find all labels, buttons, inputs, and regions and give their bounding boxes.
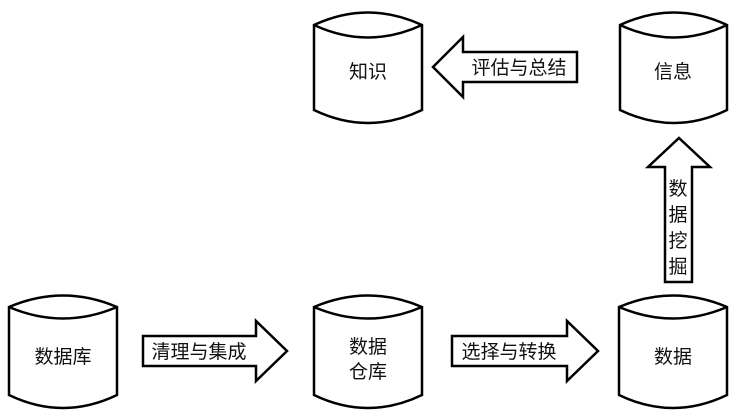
arrow-clean-integrate: 清理与集成 (141, 318, 289, 384)
node-label-knowledge: 知识 (349, 61, 387, 83)
node-label-warehouse-line2: 仓库 (349, 361, 387, 383)
cylinder-knowledge: 知识 (312, 11, 424, 125)
node-label-data: 数据 (654, 346, 692, 368)
arrow-select-transform: 选择与转换 (450, 318, 600, 384)
node-label-database: 数据库 (34, 346, 91, 368)
cylinder-information: 信息 (618, 11, 729, 125)
arrow-data-mining: 数 据 挖 掘 (644, 136, 714, 284)
arrow-label-mining-char: 挖 (668, 230, 687, 252)
arrow-label-mining-char: 数 (668, 178, 687, 200)
node-label-warehouse-line1: 数据 (349, 336, 387, 358)
arrow-label-evaluate-summarize: 评估与总结 (471, 57, 566, 79)
arrow-label-mining-char: 掘 (668, 256, 687, 278)
cylinder-data: 数据 (617, 294, 729, 410)
arrow-label-mining-char: 据 (668, 204, 687, 226)
arrow-evaluate-summarize: 评估与总结 (431, 33, 579, 101)
arrow-label-select-transform: 选择与转换 (461, 341, 556, 363)
cylinder-database: 数据库 (7, 294, 119, 410)
cylinder-data-warehouse: 数据 仓库 (312, 294, 424, 410)
node-label-information: 信息 (654, 61, 692, 83)
arrow-label-clean-integrate: 清理与集成 (151, 341, 246, 363)
